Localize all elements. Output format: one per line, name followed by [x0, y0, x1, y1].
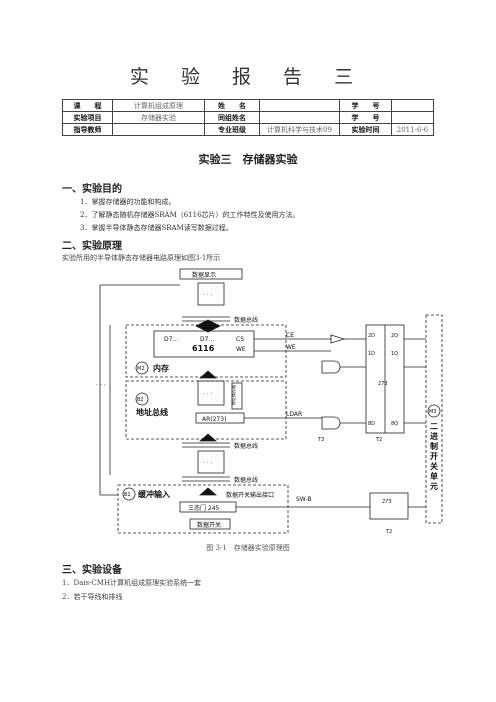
- pin-2d: 2D: [368, 333, 375, 339]
- data-bus-label: 数据总线: [234, 316, 258, 324]
- address-latch-text: 地址锁存器: [230, 385, 236, 405]
- list-item: 3．掌握半导体静态存储器SRAM读写数据过程。: [80, 224, 233, 232]
- address-badge-text: B2: [137, 397, 144, 403]
- figure-caption: 图 3-1 存储器实验原理图: [206, 544, 290, 552]
- buffer-input-label: 缓冲输入: [138, 489, 170, 499]
- svg-text:开: 开: [430, 452, 438, 461]
- input-badge: [122, 487, 136, 501]
- list-item: 2．若干导线和排线: [62, 593, 123, 601]
- info-table: 课 程 计算机组成原理 姓 名 学 号 实验项目 存储器实验 同组姓名 学 号 …: [62, 99, 434, 136]
- time-label: 实验时间: [339, 123, 392, 136]
- sram-6116-chip: [153, 330, 255, 358]
- t1-label: T2: [385, 529, 392, 535]
- list-item: 1．掌握存储器的功能和构成。: [80, 198, 176, 206]
- address-badge: [135, 392, 149, 406]
- data-display-label: 数据显示: [192, 271, 216, 279]
- svg-text:关: 关: [430, 461, 438, 471]
- memory-badge: [135, 361, 149, 375]
- t2-label: T2: [375, 437, 382, 443]
- memory-circuit-diagram: 数据显示 · · · 数据总线 M2 内存 D7… D7… 6116 CS WE…: [96, 268, 443, 535]
- dots: · · ·: [203, 292, 213, 299]
- section-heading-principle: 二、实验原理: [62, 241, 122, 252]
- student-id-value-2: [391, 111, 434, 124]
- group-name-value: [259, 111, 340, 124]
- t3-label: T3: [317, 437, 324, 443]
- student-id-label-2: 学 号: [339, 111, 392, 124]
- student-id-value: [391, 99, 434, 112]
- input-badge-text: B1: [124, 492, 131, 498]
- table-row: 指导教师 专业班级 计算机科学与技术09 实验时间 2011-6-6: [62, 123, 434, 136]
- page-title: 实 验 报 告 三: [129, 66, 367, 88]
- switch-badge: [427, 404, 441, 418]
- table-row: 实验项目 存储器实验 同组姓名 学 号: [62, 111, 434, 124]
- project-label: 实验项目: [62, 111, 113, 124]
- ldar-label: LDAR: [286, 411, 302, 418]
- chip-we: WE: [236, 346, 246, 353]
- chip-label: 6116: [192, 344, 215, 353]
- ce-pin: CE: [286, 332, 294, 339]
- major-value: 计算机科学与技术09: [259, 123, 340, 136]
- pin-1d: 1D: [368, 351, 375, 357]
- major-label: 专业班级: [204, 123, 260, 136]
- principle-text: 实验所用的半导体静态存储器电路原理如图3-1所示: [62, 254, 221, 262]
- we-pin: WE: [286, 344, 296, 351]
- group-name-label: 同组姓名: [204, 111, 260, 124]
- list-item: 2．了解静态随机存储器SRAM（6116芯片）的工作特性及使用方法。: [80, 211, 300, 219]
- student-id-label: 学 号: [339, 99, 392, 112]
- switch-badge-text: M3: [429, 409, 437, 415]
- teacher-label: 指导教师: [62, 123, 113, 136]
- list-item: 1．Dais-CMH计算机组成原理实验系统一套: [62, 579, 202, 587]
- dots: · · ·: [203, 460, 213, 467]
- section-heading-purpose: 一、实验目的: [62, 184, 122, 195]
- experiment-title: 实验三 存储器实验: [198, 153, 298, 166]
- sw-bus-label: SW-B: [296, 496, 312, 503]
- name-label: 姓 名: [204, 99, 260, 112]
- register-273-label: 273: [378, 381, 388, 387]
- data-display-box: [179, 268, 243, 280]
- address-bus-label: 地址总线: [136, 407, 168, 417]
- chip-d-low: D7…: [200, 336, 214, 343]
- course-value: 计算机组成原理: [112, 99, 205, 112]
- svg-text:制: 制: [430, 441, 438, 451]
- svg-text:二: 二: [430, 422, 438, 431]
- course-label: 课 程: [62, 99, 113, 112]
- data-switch: [189, 518, 231, 530]
- memory-label: 内存: [153, 363, 169, 373]
- time-value: 2011-6-6: [391, 123, 434, 136]
- display-latch: [197, 282, 225, 306]
- name-value: [259, 99, 340, 112]
- section-heading-equipment: 三、实验设备: [62, 565, 122, 576]
- register-273b-label: 273: [382, 499, 392, 505]
- table-row: 课 程 计算机组成原理 姓 名 学 号: [62, 99, 434, 112]
- data-bus-label-2: 数据总线: [234, 442, 258, 450]
- memory-badge-text: M2: [137, 366, 145, 372]
- svg-text:元: 元: [430, 482, 438, 491]
- svg-text:进: 进: [430, 431, 438, 441]
- pin-8d: 8D: [368, 421, 375, 427]
- teacher-value: [112, 123, 205, 136]
- register-273-b: [369, 492, 409, 520]
- data-switch-label: 数据开关: [197, 521, 221, 529]
- project-value: 存储器实验: [112, 111, 205, 124]
- chip-d-high: D7…: [164, 336, 178, 343]
- dots: · · ·: [203, 391, 213, 398]
- side-dots: · · ·: [96, 382, 106, 389]
- pin-8q: 8Q: [391, 421, 398, 427]
- switch-interface-label: 数据开关输出接口: [226, 491, 274, 499]
- tristate-label: 三态门 245: [188, 504, 220, 512]
- pin-2q: 2Q: [391, 333, 398, 339]
- data-bus-label-3: 数据总线: [234, 476, 258, 484]
- address-register-label: AR(273): [202, 416, 226, 423]
- pin-1q: 1Q: [391, 351, 398, 357]
- svg-text:单: 单: [430, 471, 438, 481]
- chip-cs: CS: [236, 336, 244, 343]
